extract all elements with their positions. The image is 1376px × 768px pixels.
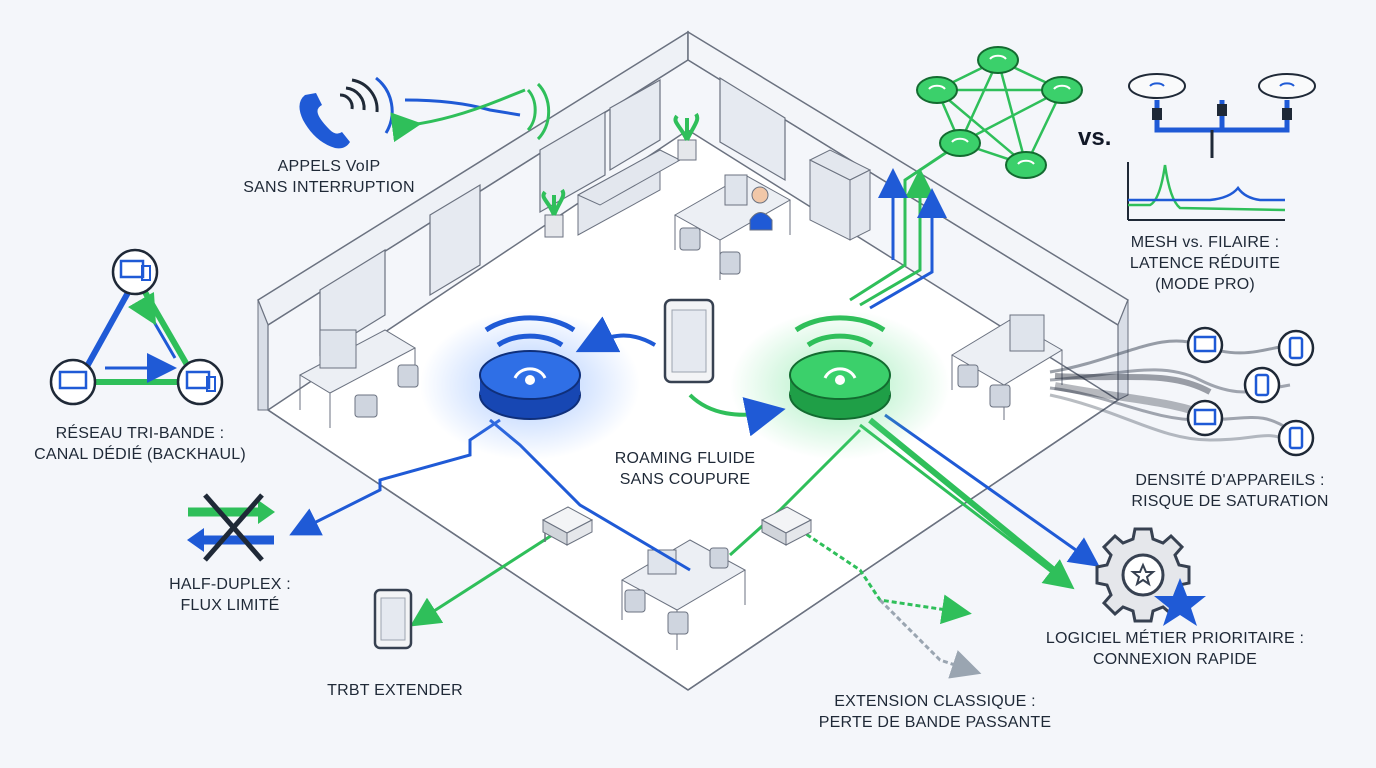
mesh-vs-wired-label: MESH vs. FILAIRE : LATENCE RÉDUITE (MODE… [1110, 232, 1300, 295]
classic-extension-label: EXTENSION CLASSIQUE : PERTE DE BANDE PAS… [810, 691, 1060, 733]
triband-label-line2: CANAL DÉDIÉ (BACKHAUL) [34, 446, 246, 463]
gear-star-icon [1095, 527, 1206, 626]
density-label-line1: DENSITÉ D'APPAREILS : [1135, 472, 1325, 489]
roaming-label: ROAMING FLUIDE SANS COUPURE [605, 448, 765, 490]
roaming-label-line2: SANS COUPURE [619, 471, 751, 488]
classic-extension-label-line2: PERTE DE BANDE PASSANTE [818, 714, 1052, 731]
network-switch-icon [541, 506, 594, 546]
green-router-icon [730, 310, 950, 460]
triband-label: RÉSEAU TRI-BANDE : CANAL DÉDIÉ (BACKHAUL… [25, 423, 255, 465]
voip-label-line2: SANS INTERRUPTION [243, 179, 415, 196]
classic-extension-label-line1: EXTENSION CLASSIQUE : [834, 693, 1036, 710]
mesh-vs-wired-label-line2: LATENCE RÉDUITE [1129, 255, 1281, 272]
half-duplex-label-line1: HALF-DUPLEX : [169, 576, 291, 593]
vs-text: vs. [1078, 124, 1112, 151]
half-duplex-label-line2: FLUX LIMITÉ [180, 597, 280, 614]
wired-access-point-icon [1128, 73, 1316, 158]
plant-icon [541, 188, 566, 238]
voip-label-line1: APPELS VoIP [277, 158, 381, 175]
voip-signal-wave-green [390, 88, 526, 143]
half-duplex-label: HALF-DUPLEX : FLUX LIMITÉ [150, 574, 310, 616]
priority-software-label-line2: CONNEXION RAPIDE [1092, 651, 1258, 668]
tablet-icon [373, 588, 413, 650]
latency-graph-icon [1127, 162, 1286, 221]
blue-router-icon [420, 310, 640, 460]
extender-label-line1: TRBT EXTENDER [327, 682, 463, 699]
density-label-line2: RISQUE DE SATURATION [1131, 493, 1329, 510]
roaming-label-line1: ROAMING FLUIDE [614, 450, 756, 467]
phone-icon [299, 76, 394, 149]
triangle-network-icon [49, 248, 224, 406]
priority-software-label-line1: LOGICIEL MÉTIER PRIORITAIRE : [1045, 630, 1305, 647]
roaming-tablet-icon [663, 298, 715, 384]
roaming-arrow-right [688, 393, 786, 437]
priority-software-label: LOGICIEL MÉTIER PRIORITAIRE : CONNEXION … [1030, 628, 1320, 670]
device-icon [1186, 326, 1315, 457]
triband-label-line1: RÉSEAU TRI-BANDE : [55, 425, 225, 442]
plant-icon [673, 112, 700, 161]
mesh-vs-wired-label-line3: (MODE PRO) [1155, 276, 1255, 293]
network-switch-icon [760, 506, 813, 546]
roaming-arrow-left [575, 316, 657, 353]
extender-label: TRBT EXTENDER [315, 680, 475, 701]
half-duplex-icon [187, 493, 275, 562]
density-label: DENSITÉ D'APPAREILS : RISQUE DE SATURATI… [1115, 470, 1345, 512]
person-icon [749, 186, 773, 231]
mesh-network-icon [916, 46, 1083, 179]
mesh-vs-wired-label-line1: MESH vs. FILAIRE : [1130, 234, 1280, 251]
voip-signal-wave [404, 98, 521, 117]
voip-label: APPELS VoIP SANS INTERRUPTION [236, 156, 422, 198]
